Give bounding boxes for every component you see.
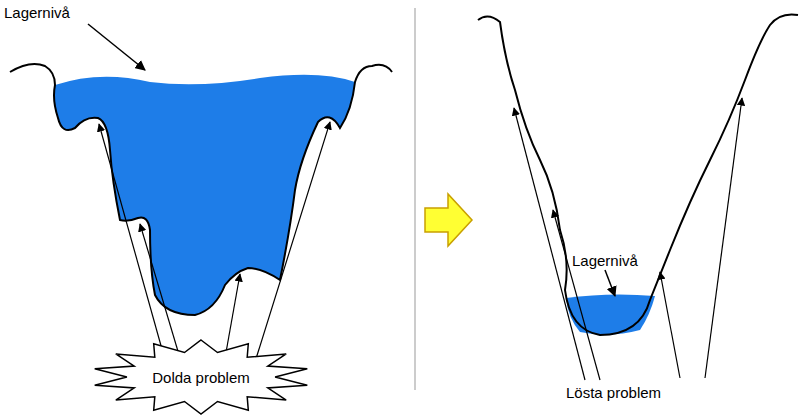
- riverbed-outline: [10, 64, 392, 315]
- leader-arrow: [88, 24, 145, 70]
- inventory-level-label: Lagernivå: [572, 252, 638, 270]
- problem-arrow: [140, 224, 180, 358]
- solved-label: Lösta problem: [566, 384, 661, 402]
- solved-arrow: [514, 108, 585, 380]
- problem-arrow: [99, 124, 165, 360]
- solved-arrow: [705, 98, 742, 378]
- starburst-outline: [95, 340, 308, 414]
- riverbed-outline: [478, 14, 798, 335]
- solved-arrow: [553, 210, 600, 380]
- problem-arrow: [255, 122, 330, 362]
- problem-arrow: [225, 274, 240, 358]
- divider-line: [415, 8, 416, 390]
- inventory-water: [566, 294, 655, 334]
- callout-text: Dolda problem: [152, 369, 250, 386]
- inventory-level-label: Lagernivå: [4, 4, 70, 22]
- starburst-callout: Dolda problem: [92, 340, 310, 414]
- leader-arrow: [605, 270, 615, 296]
- transition-arrow: [425, 194, 472, 246]
- inventory-water: [54, 75, 355, 315]
- solved-arrow: [660, 272, 680, 378]
